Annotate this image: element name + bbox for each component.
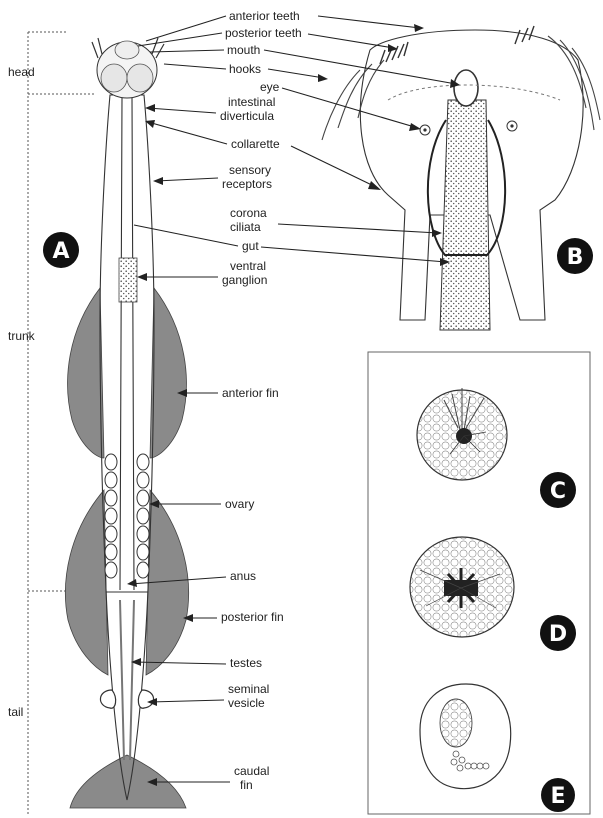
label-sensory-2: receptors [222, 177, 272, 191]
seminal-vesicle-right [138, 690, 153, 708]
label-gut: gut [242, 239, 259, 253]
gut-lines [120, 98, 134, 590]
anterior-fin-left [68, 288, 104, 458]
region-label-tail: tail [8, 705, 23, 719]
panel-badge-c: C [540, 472, 576, 508]
svg-text:C: C [550, 479, 566, 504]
label-eye: eye [260, 80, 280, 94]
panel-b-head-detail [322, 26, 600, 330]
label-anterior-fin: anterior fin [222, 386, 279, 400]
label-seminal-1: seminal [228, 682, 269, 696]
label-testes: testes [230, 656, 262, 670]
label-intestinal-1: intestinal [228, 95, 275, 109]
panel-badge-b: B [557, 238, 593, 274]
gut-column [440, 100, 490, 330]
mouth-ring [454, 70, 478, 106]
label-corona-1: corona [230, 206, 267, 220]
seminal-vesicle-left [100, 690, 115, 708]
label-mouth: mouth [227, 43, 260, 57]
anterior-fin-right [150, 288, 186, 458]
panel-badge-e: E [541, 778, 575, 812]
label-sensory-1: sensory [229, 163, 271, 177]
svg-text:E: E [550, 784, 565, 809]
label-posterior-fin: posterior fin [221, 610, 284, 624]
panel-badge-a: A [43, 232, 79, 268]
ovaries [105, 454, 149, 578]
label-seminal-2: vesicle [228, 696, 265, 710]
label-intestinal-2: diverticula [220, 109, 274, 123]
label-posterior-teeth: posterior teeth [225, 26, 302, 40]
label-corona-2: ciliata [230, 220, 261, 234]
label-caudal-1: caudal [234, 764, 269, 778]
label-anus: anus [230, 569, 256, 583]
ventral-ganglion [119, 258, 137, 302]
label-hooks: hooks [229, 62, 261, 76]
label-ventral-2: ganglion [222, 273, 267, 287]
svg-text:B: B [567, 245, 584, 270]
posterior-fin-left [65, 490, 108, 675]
panel-a-animal [65, 38, 188, 808]
svg-text:A: A [52, 239, 69, 264]
label-anterior-teeth: anterior teeth [229, 9, 300, 23]
egg-stage-d [410, 537, 514, 637]
panel-badge-d: D [540, 615, 576, 651]
label-ovary: ovary [225, 497, 254, 511]
label-ventral-1: ventral [230, 259, 266, 273]
region-label-trunk: trunk [8, 329, 36, 343]
label-caudal-2: fin [240, 778, 253, 792]
region-label-head: head [8, 65, 35, 79]
label-collarette: collarette [231, 137, 280, 151]
svg-text:D: D [549, 622, 567, 647]
egg-stage-e [420, 684, 511, 789]
